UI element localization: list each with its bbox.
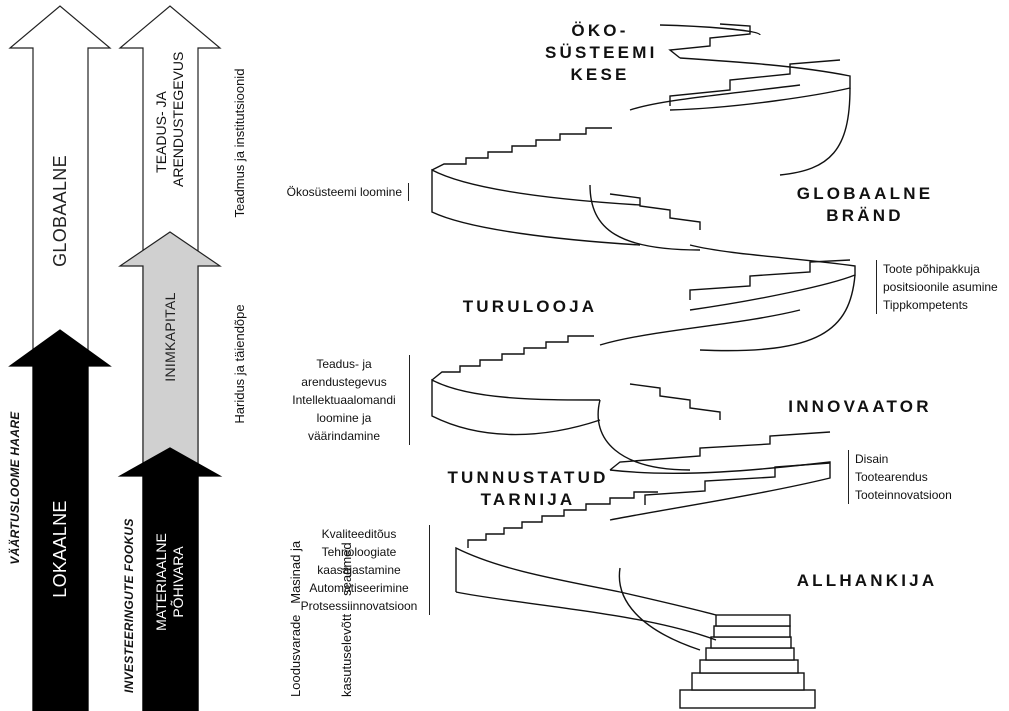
note-market-line-2: arendustegevus [301,375,387,389]
note-innovator-line-2: Tootearendus [855,470,928,484]
knowledge-institutions-label: Teadmus ja institutsioonid [232,68,247,218]
investment-focus-axis-label: INVESTEERINGUTE FOOKUS [122,518,136,693]
note-ecosystem-creation: Ökosüsteemi loomine [272,183,409,201]
note-market-line-5: väärindamine [307,429,381,443]
note-innovator-line-1: Disain [855,452,889,466]
stage-recognized-supplier: TUNNUSTATUD TARNIJA [428,467,628,511]
note-innovator-line-3: Tooteinnovatsioon [855,488,952,502]
note-innovator: Disain Tootearendus Tooteinnovatsioon [848,450,985,504]
stage-subcontractor: ALLHANKIJA [796,571,938,590]
physical-assets-line-1: MATERIAALNE [153,533,169,631]
stage-ecosystem-line-2: SÜSTEEMI [545,43,658,62]
stage-recognized-line-1: TUNNUSTATUD [447,468,609,487]
note-ecosystem-line-1: Ökosüsteemi loomine [286,185,402,199]
stage-ecosystem-line-1: ÖKO- [571,21,629,40]
rnd-label-line-1: TEADUS- JA [153,91,169,173]
stage-ecosystem-line-3: KESE [570,65,630,84]
note-global-line-1: Toote põhipakkuja [883,262,980,276]
local-label: LOKAALNE [50,500,70,598]
local-arrow [8,329,112,711]
global-label: GLOBAALNE [50,155,70,267]
rnd-label: TEADUS- JA ARENDUSTEGEVUS [153,51,187,187]
stage-innovator: INNOVAATOR [788,397,932,416]
note-market-line-4: loomine ja [316,411,372,425]
stage-global-brand-line-1: GLOBAALNE [796,184,934,203]
stage-recognized-line-2: TARNIJA [480,490,576,509]
note-recognized-line-1: Kvaliteeditõus [321,527,397,541]
stage-global-brand-line-2: BRÄND [826,206,904,225]
resources-machinery-label: Loodusvarade Masinad ja kasutuselevõtt s… [253,517,354,697]
stage-ecosystem-center: ÖKO- SÜSTEEMI KESE [545,20,655,86]
spiral-staircase [431,23,856,709]
note-global-brand: Toote põhipakkuja positsioonile asumine … [876,260,1008,314]
note-market-line-1: Teadus- ja [316,357,372,371]
physical-assets-arrow [117,447,223,711]
physical-assets-line-2: PÕHIVARA [170,546,186,618]
stage-market-maker: TURULOOJA [462,297,598,316]
note-recognized-line-3: kaasajastamine [317,563,401,577]
note-global-line-2: positsioonile asumine [883,280,998,294]
note-global-line-3: Tippkompetents [883,298,968,312]
note-recognized-line-4: Automatiseerimine [309,581,409,595]
stage-global-brand: GLOBAALNE BRÄND [780,183,950,227]
human-capital-label: INIMKAPITAL [162,292,178,382]
rnd-label-line-2: ARENDUSTEGEVUS [170,51,186,187]
value-chain-axis-label: VÄÄRTUSLOOME HAARE [8,411,22,565]
physical-assets-label: MATERIAALNE PÕHIVARA [153,527,187,637]
note-recognized-line-5: Protsessiinnovatsioon [300,599,418,613]
note-recognized-line-2: Tehnoloogiate [321,545,397,559]
education-label: Haridus ja täiendõpe [232,304,247,424]
note-market-line-3: Intellektuaalomandi [292,393,396,407]
note-recognized-supplier: Kvaliteeditõus Tehnoloogiate kaasajastam… [295,525,430,615]
note-market-maker: Teadus- ja arendustegevus Intellektuaalo… [285,355,410,445]
